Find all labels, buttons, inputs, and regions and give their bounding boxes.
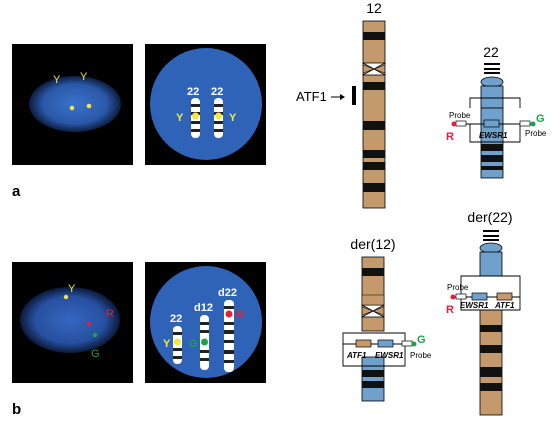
red-signal <box>225 310 233 318</box>
red-probe-dot <box>451 121 457 127</box>
chromosome-22 <box>191 98 200 138</box>
yellow-signal <box>174 338 181 346</box>
chr-label: d12 <box>194 302 213 314</box>
gene-label-ewsr1: EWSR1 <box>375 351 404 360</box>
chr-label: 22 <box>170 313 182 325</box>
yellow-signal <box>69 105 75 111</box>
probe-label: Probe <box>525 129 547 138</box>
chromosome-22 <box>173 326 182 364</box>
ideogram-der12: der(12) ATF1 EWSR1 Probe G <box>342 236 432 402</box>
red-probe-dot <box>450 294 456 300</box>
yellow-signal <box>215 112 222 120</box>
ideogram-title: 22 <box>483 44 499 60</box>
panel-b-interphase: Y R G <box>12 262 133 383</box>
gene-label-atf1: ATF1 <box>346 351 367 360</box>
yellow-signal <box>192 112 199 120</box>
arrow-icon <box>340 94 345 100</box>
panel-b-metaphase: 22 d12 d22 Y G R <box>145 262 266 383</box>
gene-label-atf1: ATF1 <box>494 301 515 310</box>
probe-label: Probe <box>449 111 471 120</box>
ideogram-chr22: 22 Probe Probe EWSR1 R G <box>446 44 547 179</box>
ideogram-chr12: 12 ATF1 <box>296 0 386 209</box>
chr-label: 22 <box>211 86 223 98</box>
chromosome-22 <box>214 98 223 138</box>
signal-label-g: G <box>189 338 198 350</box>
metaphase-circle <box>150 48 262 160</box>
ideogram-title: 12 <box>366 0 382 16</box>
panel-a-interphase: Y Y <box>12 44 133 165</box>
signal-label-y: Y <box>80 71 88 83</box>
chromosome-der12 <box>200 315 209 370</box>
panel-label-b: b <box>12 401 21 418</box>
chr-label: 22 <box>187 86 199 98</box>
chromosome-der22 <box>224 300 234 372</box>
probe-label: Probe <box>410 351 432 360</box>
signal-label-g: G <box>91 348 100 360</box>
signal-label-r: R <box>236 309 244 321</box>
yellow-signal <box>63 294 69 300</box>
ideogram-title: der(22) <box>467 209 512 225</box>
nucleus <box>20 287 120 353</box>
panel-label-a: a <box>12 183 21 200</box>
gene-label-atf1: ATF1 <box>296 89 327 104</box>
gene-label-ewsr1: EWSR1 <box>460 301 489 310</box>
green-signal <box>92 332 98 338</box>
signal-label-y: Y <box>68 283 76 295</box>
signal-label-r: R <box>446 304 454 316</box>
chr-label: d22 <box>218 287 237 299</box>
green-signal <box>201 338 208 346</box>
signal-label-r: R <box>106 308 114 320</box>
green-probe-dot <box>411 341 417 347</box>
red-signal <box>86 321 92 327</box>
yellow-signal <box>86 103 92 109</box>
nucleus <box>29 76 121 132</box>
signal-label-g: G <box>417 334 426 346</box>
gene-label-ewsr1: EWSR1 <box>479 131 508 140</box>
ideogram-title: der(12) <box>350 236 395 252</box>
signal-label-r: R <box>446 131 454 143</box>
signal-label-y: Y <box>176 112 184 124</box>
signal-label-y: Y <box>163 338 171 350</box>
green-probe-dot <box>530 121 536 127</box>
panel-a-metaphase: 22 22 Y Y <box>145 44 266 165</box>
atf1-locus-marker <box>352 86 356 105</box>
signal-label-y: Y <box>229 112 237 124</box>
probe-label: Probe <box>447 283 469 292</box>
signal-label-y: Y <box>53 74 61 86</box>
signal-label-g: G <box>536 113 545 125</box>
ideogram-der22: der(22) Probe EWSR1 ATF1 R <box>446 209 521 416</box>
